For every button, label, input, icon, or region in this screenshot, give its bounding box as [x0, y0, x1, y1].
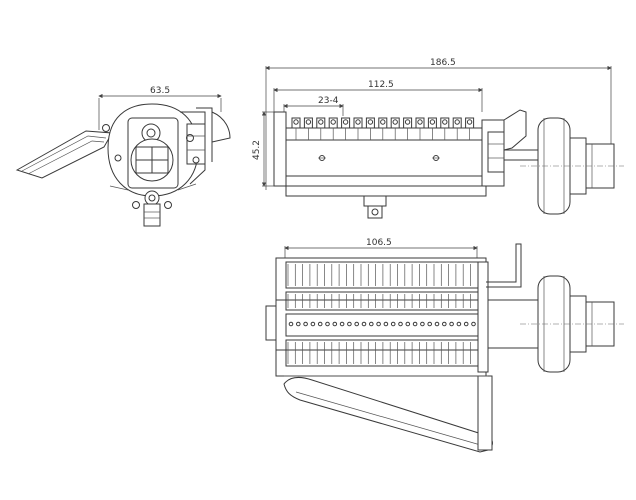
front-view: 63.5 [15, 86, 231, 227]
front-housing [102, 103, 231, 227]
terminal-column [419, 264, 425, 364]
terminal-screw [403, 117, 413, 140]
terminal-column [302, 264, 308, 364]
overall-length-label: 186.5 [430, 58, 456, 68]
pitch-label: 23-4 [318, 96, 339, 106]
terminal-column [367, 264, 374, 364]
terminal-column [294, 264, 301, 364]
terminal-column [411, 264, 418, 364]
terminal-column [426, 264, 433, 364]
terminal-column [287, 264, 294, 364]
side-operator [481, 109, 624, 215]
terminal-column [440, 264, 447, 364]
terminal-screw [303, 117, 313, 140]
terminal-screw [465, 117, 475, 140]
terminal-column [448, 264, 454, 364]
lever-handle [15, 130, 113, 179]
side-terminal-row [291, 117, 475, 140]
plan-lever-bracket [486, 243, 522, 288]
terminal-screw [390, 117, 400, 140]
front-width-dimension: 63.5 [98, 86, 222, 130]
pitch-dimension: 23-4 [283, 96, 344, 116]
terminal-column [338, 264, 345, 364]
terminal-screw [378, 117, 388, 140]
terminal-column [455, 264, 462, 364]
plan-operator [488, 275, 624, 373]
terminal-column [324, 264, 330, 364]
terminal-column [353, 264, 360, 364]
plan-view: 106.5 [265, 238, 624, 453]
terminal-column [346, 264, 352, 364]
terminal-column [462, 264, 469, 364]
terminal-column [433, 264, 440, 364]
terminal-column [470, 264, 476, 364]
side-body [273, 111, 487, 219]
terminal-column [404, 264, 411, 364]
terminal-column [397, 264, 403, 364]
terminal-column [309, 264, 316, 364]
plan-terminal-grid [287, 264, 476, 364]
terminal-screw [415, 117, 425, 140]
terminal-screw [353, 117, 363, 140]
terminal-screw [316, 117, 326, 140]
terminal-screw [291, 117, 301, 140]
plan-lever-handle [283, 375, 493, 453]
height-label: 45.2 [252, 140, 262, 160]
body-length-dimension: 112.5 [273, 80, 483, 112]
terminal-screw [365, 117, 375, 140]
terminal-column [375, 264, 381, 364]
height-dimension: 45.2 [252, 111, 274, 187]
body-length-label: 112.5 [368, 80, 394, 90]
plan-body [265, 257, 489, 377]
terminal-column [360, 264, 367, 364]
terminal-screw [341, 117, 351, 140]
terminal-screw [440, 117, 450, 140]
terminal-screw [427, 117, 437, 140]
terminal-column [316, 264, 323, 364]
terminal-column [382, 264, 389, 364]
side-view: 186.5 112.5 23-4 45.2 [252, 58, 624, 219]
front-width-label: 63.5 [150, 86, 170, 96]
terminal-screw [452, 117, 462, 140]
plan-length-label: 106.5 [366, 238, 392, 248]
terminal-column [331, 264, 338, 364]
terminal-screw [328, 117, 338, 140]
terminal-column [389, 264, 396, 364]
